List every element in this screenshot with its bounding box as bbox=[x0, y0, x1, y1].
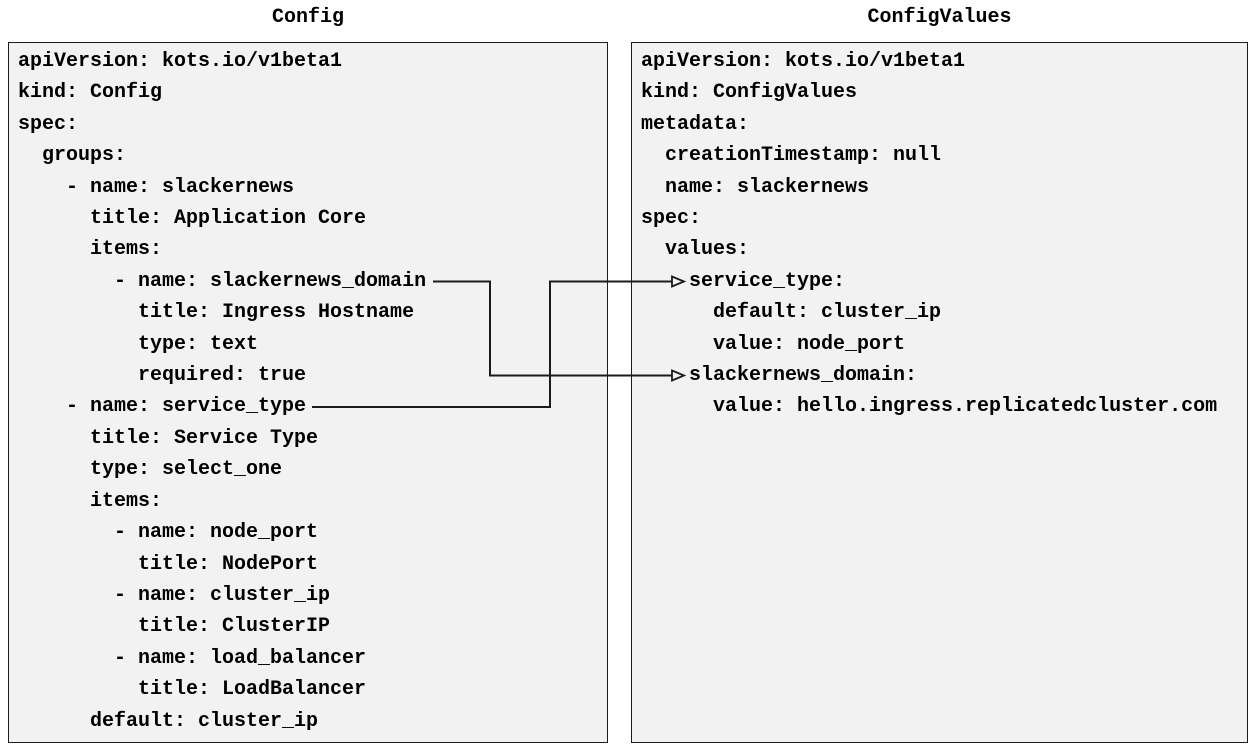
config-panel-title: Config bbox=[271, 6, 344, 29]
config-yaml-code: apiVersion: kots.io/v1beta1 kind: Config… bbox=[18, 50, 427, 733]
config-yaml-panel: apiVersion: kots.io/v1beta1 kind: Config… bbox=[8, 42, 608, 743]
configvalues-yaml-code: apiVersion: kots.io/v1beta1 kind: Config… bbox=[641, 50, 1218, 419]
configvalues-yaml-panel: apiVersion: kots.io/v1beta1 kind: Config… bbox=[631, 42, 1248, 743]
configvalues-panel-title: ConfigValues bbox=[867, 6, 1012, 29]
